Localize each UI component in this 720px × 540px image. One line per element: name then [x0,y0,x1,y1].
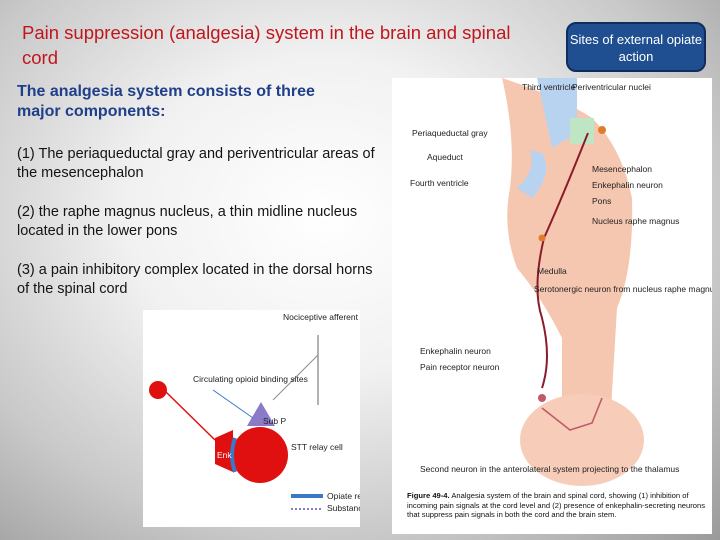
spinal-cord-section [520,394,644,486]
raphe-label: Nucleus raphe magnus [592,216,679,226]
caption-label: Figure 49-4. [407,491,450,500]
medulla-label: Medulla [537,266,567,276]
serotonergic-label: Serotonergic neuron from nucleus raphe m… [534,284,712,294]
periaqueductal-label: Periaqueductal gray [412,128,488,138]
second-neuron-label: Second neuron in the anterolateral syste… [420,464,679,474]
sub-p-label: Sub P [263,416,286,426]
circulating-label: Circulating opioid binding sites [193,374,308,384]
pain-receptor-neuron [541,397,603,431]
component-2: (2) the raphe magnus nucleus, a thin mid… [17,204,358,239]
enkephalin-terminal [538,394,546,402]
opiate-legend-swatch [291,494,323,498]
pons-label: Pons [592,196,611,206]
pain-receptor-label: Pain receptor neuron [420,362,500,372]
aqueduct-label: Aqueduct [427,152,464,162]
enk-label: Enk [217,450,232,460]
stt-label: STT relay cell [291,442,343,452]
enk-terminal [215,430,233,472]
component-1: (1) The periaqueductal gray and perivent… [17,146,375,181]
synapse-figure: Nociceptive afferent Circulating opioid … [143,310,409,527]
analgesia-figure: Third ventricle Periventricular nuclei P… [392,78,719,534]
fourth-ventricle-label: Fourth ventricle [410,178,469,188]
enk-cell-body [149,381,167,399]
mesencephalon-label: Mesencephalon [592,164,652,174]
binding-site-arrow [212,389,254,419]
afferent-branch [272,354,319,401]
periventricular-neuron [598,126,606,134]
enkephalin-neuron-2-label: Enkephalin neuron [420,346,491,356]
nociceptive-label: Nociceptive afferent [283,312,359,322]
slide-title: Pain suppression (analgesia) system in t… [22,22,511,68]
raphe-neuron [538,234,546,242]
aqueduct [517,150,547,198]
third-ventricle-label: Third ventricle [522,82,576,92]
stt-relay-cell [232,427,288,483]
subp-legend-label: Substance P receptor [327,503,360,513]
component-3: (3) a pain inhibitory complex located in… [17,262,373,297]
enk-axon [165,391,216,441]
periventricular-label: Periventricular nuclei [572,82,651,92]
opiate-legend-label: Opiate receptor [327,491,360,501]
intro-text: The analgesia system consists of three m… [17,83,315,120]
enkephalin-neuron-label: Enkephalin neuron [592,180,663,190]
descending-pathway [536,132,589,389]
synapse-diagram: Nociceptive afferent Circulating opioid … [149,312,409,513]
sub-p-terminal [247,402,275,426]
caption-text: Analgesia system of the brain and spinal… [407,491,706,520]
opiate-sites-badge: Sites of external opiate action [566,22,706,72]
periventricular-area [570,118,594,144]
figure-caption: Figure 49-4. Analgesia system of the bra… [407,491,712,520]
opiate-receptor-arc [230,437,237,473]
third-ventricle [537,78,577,148]
analgesia-diagram: Third ventricle Periventricular nuclei P… [410,78,719,486]
